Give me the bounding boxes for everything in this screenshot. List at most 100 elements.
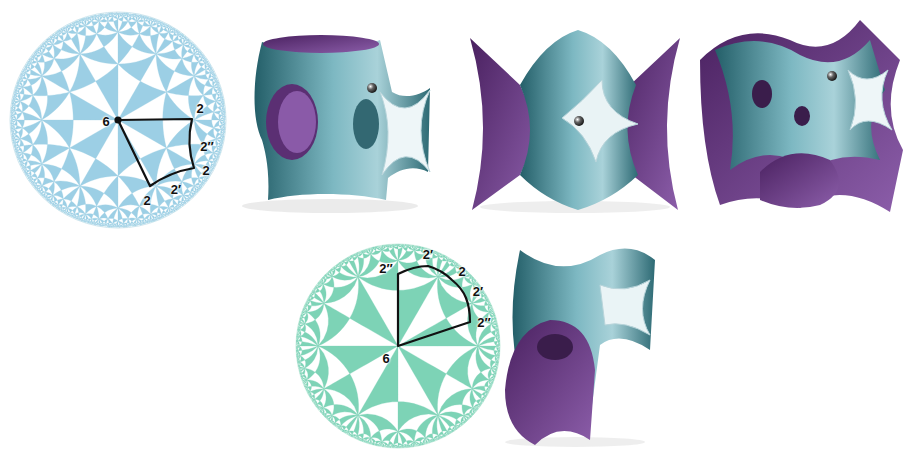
tile [173,32,178,35]
tile [492,374,495,377]
tile [11,120,13,121]
tile [205,62,208,63]
tile [40,191,41,193]
tile [401,245,403,247]
tile [60,210,61,211]
tile [159,218,160,220]
tile [63,186,80,201]
tile [212,167,214,168]
tile [97,224,98,226]
tile [492,365,497,368]
tile [216,100,221,102]
tile [75,21,77,22]
tile [498,331,500,333]
tile [489,301,491,302]
tile [186,200,187,201]
tile [220,91,221,93]
tile [297,336,300,338]
tile [83,220,84,222]
tile [100,14,101,16]
tile [15,90,16,92]
tile [141,15,142,16]
tile [493,376,495,378]
tile [211,166,214,167]
tile [430,439,433,441]
tile [302,374,306,380]
tile [185,202,186,204]
tile [43,196,45,197]
tile [20,74,21,76]
tile [448,427,453,432]
tile [176,209,177,211]
tile [489,386,491,388]
tile [94,15,96,17]
tile [130,224,132,226]
tile [322,278,324,280]
tile [216,101,221,106]
tile [65,212,67,213]
tile [485,395,487,397]
tile [46,199,47,200]
tile [311,292,314,296]
tile [436,252,437,254]
tile [219,142,221,145]
tile [478,336,496,346]
tile [108,13,110,15]
tile [15,93,19,95]
tile [493,313,495,314]
tile [198,50,199,52]
tile [182,34,184,36]
tile [379,246,382,249]
tile [58,30,59,32]
tile [99,219,104,223]
tile [165,213,166,216]
tile [24,171,26,173]
tile [88,222,90,223]
tile [196,192,198,193]
tile [95,219,99,223]
tile [46,198,48,199]
tile [332,421,335,424]
tile [177,208,178,210]
tile [180,206,182,207]
tile [103,225,104,226]
tile [489,304,491,306]
tile [153,18,155,20]
tile [174,210,176,212]
tile [122,226,123,227]
tile [11,126,12,128]
tile [496,367,497,369]
tile [209,64,210,66]
tile [59,29,60,31]
tile [208,64,209,66]
tile [393,432,398,446]
tile [12,103,13,105]
tile [13,143,14,144]
tile [214,161,216,163]
tile [194,120,213,128]
tile [175,30,176,31]
tile [199,57,203,61]
tile [106,14,107,16]
tile [349,257,350,258]
tile [461,416,464,424]
tile [29,180,31,182]
tile [137,15,139,17]
tile [30,59,32,61]
tile [151,21,154,26]
tile [299,365,301,367]
tile [134,219,137,223]
tile [11,112,13,114]
tile [218,85,220,86]
tile [21,72,23,74]
tile [189,196,192,197]
tile [403,245,406,247]
tile [74,217,76,218]
tile [147,222,149,223]
tile [207,61,208,62]
tile [19,158,21,159]
tile [70,23,71,25]
tile [169,32,174,41]
tile [50,36,51,38]
tile [299,324,304,327]
